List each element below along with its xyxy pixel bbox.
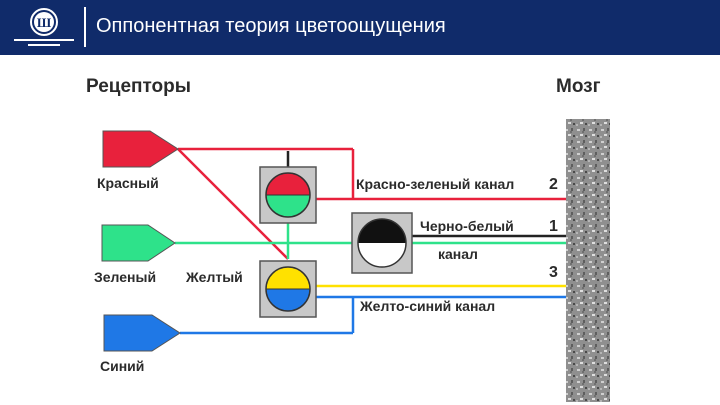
svg-text:Ш: Ш [37, 15, 52, 30]
channel-number-1: 1 [549, 218, 558, 235]
channel-number-3: 3 [549, 264, 558, 281]
red-lines [177, 147, 355, 260]
brain-heading: Мозг [556, 76, 601, 97]
black-half [358, 219, 406, 243]
white-half [358, 243, 406, 267]
yellow-blue-channel-label: Желто-синий канал [359, 298, 495, 314]
opponent-theory-diagram: Рецепторы Мозг Красный Зеленый Жел [86, 76, 610, 402]
red-receptor [102, 130, 179, 168]
black-white-channel-label-2: канал [438, 246, 478, 262]
yellow-label: Желтый [185, 269, 243, 285]
red-receptor-label: Красный [97, 175, 159, 191]
blue-lines [180, 295, 566, 335]
blue-half [266, 289, 310, 311]
red-half [266, 173, 310, 195]
green-receptor-label: Зеленый [94, 269, 156, 285]
blue-receptor [103, 314, 181, 352]
black-white-channel-label: Черно-белый [420, 218, 514, 234]
green-half [266, 195, 310, 217]
channel-number-2: 2 [549, 176, 558, 193]
header-divider [84, 7, 86, 47]
red-green-channel-label: Красно-зеленый канал [356, 176, 514, 192]
university-crest-icon: Ш [14, 8, 74, 46]
receptors-heading: Рецепторы [86, 76, 191, 97]
brain-block [566, 119, 610, 402]
green-receptor [101, 224, 176, 262]
header-bar: Ш Оппонентная теория цветоощущения [0, 0, 720, 55]
yellow-half [266, 267, 310, 289]
page-title: Оппонентная теория цветоощущения [96, 15, 446, 37]
blue-receptor-label: Синий [100, 358, 144, 374]
